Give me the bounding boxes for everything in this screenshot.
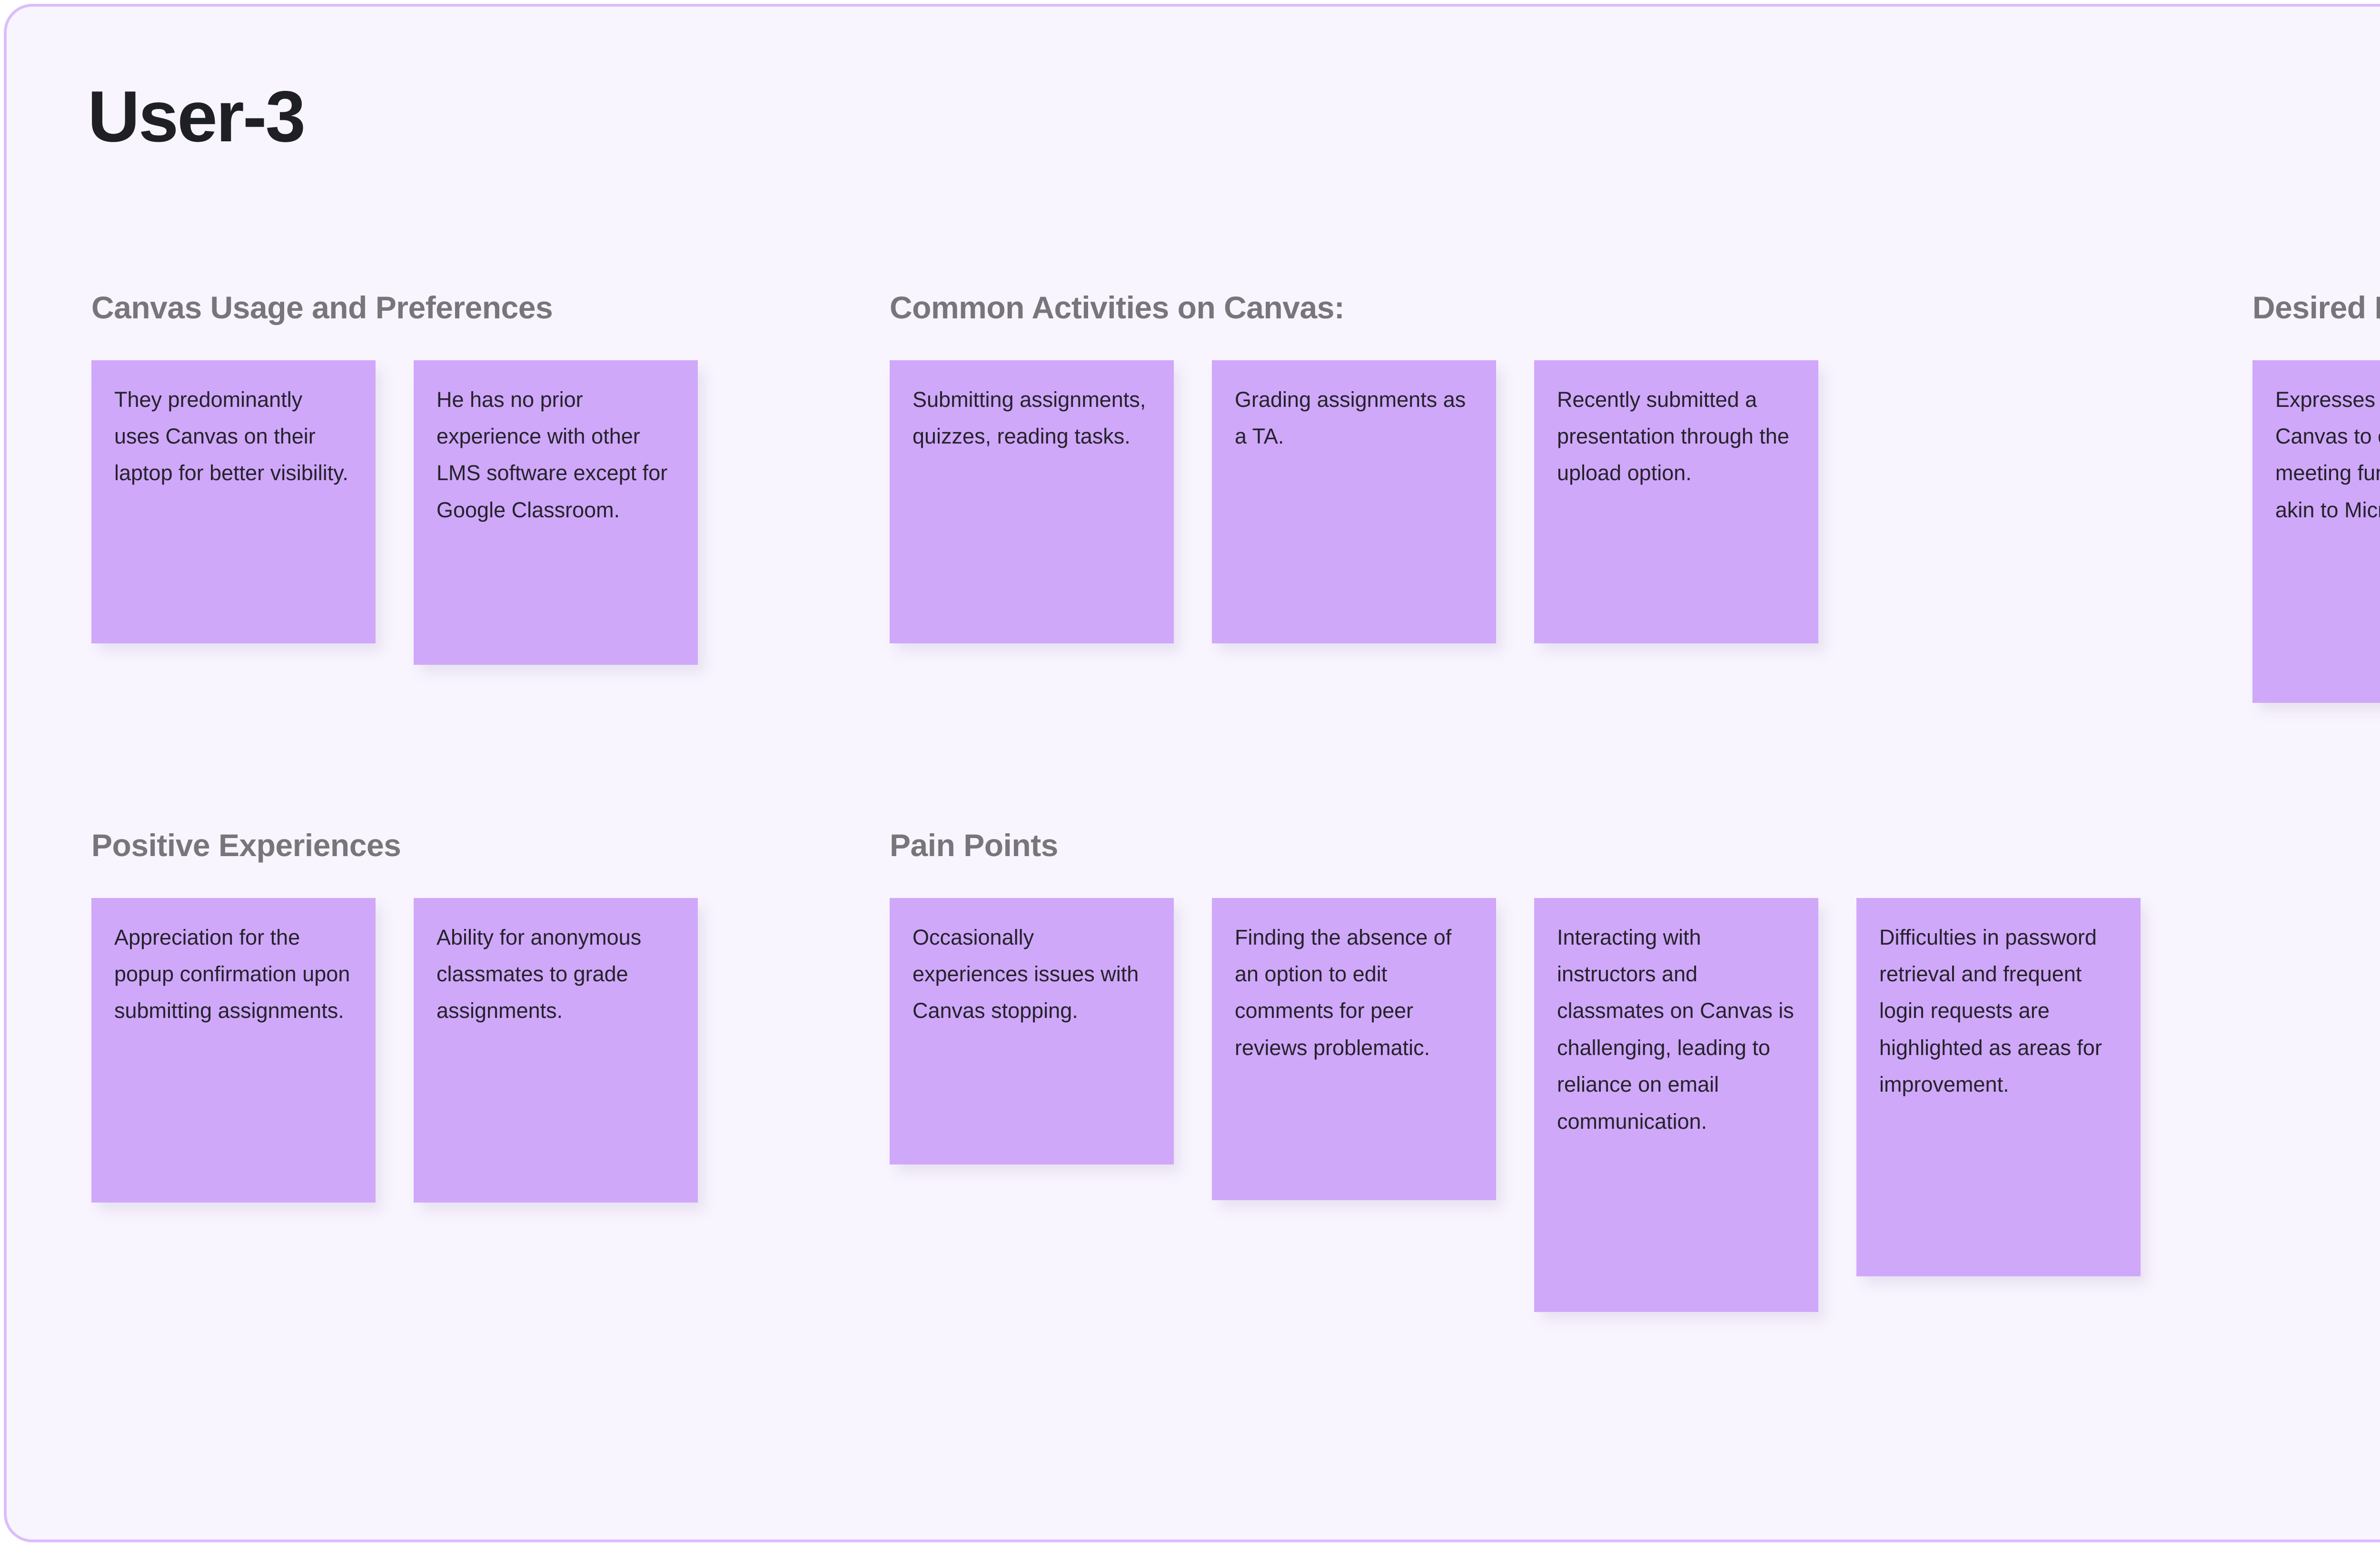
sticky-note[interactable]: They predominantly uses Canvas on their … xyxy=(91,360,376,643)
notes-row: Appreciation for the popup confirmation … xyxy=(91,898,698,1203)
notes-row: Expresses a desire for Canvas to offer g… xyxy=(2252,360,2380,703)
sticky-note[interactable]: Difficulties in password retrieval and f… xyxy=(1856,898,2141,1276)
sticky-note[interactable]: Expresses a desire for Canvas to offer g… xyxy=(2252,360,2380,703)
sticky-note[interactable]: Interacting with instructors and classma… xyxy=(1534,898,1818,1312)
notes-row: Submitting assignments, quizzes, reading… xyxy=(890,360,1818,643)
section-heading: Pain Points xyxy=(890,828,1058,863)
sticky-note[interactable]: Submitting assignments, quizzes, reading… xyxy=(890,360,1174,643)
sticky-note[interactable]: Occasionally experiences issues with Can… xyxy=(890,898,1174,1164)
section-heading: Positive Experiences xyxy=(91,828,401,863)
sticky-note[interactable]: Finding the absence of an option to edit… xyxy=(1212,898,1496,1200)
section-heading: Desired Features xyxy=(2252,290,2380,325)
sticky-note[interactable]: He has no prior experience with other LM… xyxy=(414,360,698,665)
sticky-note[interactable]: Appreciation for the popup confirmation … xyxy=(91,898,376,1203)
section-pain-points: Pain Points Occasionally experiences iss… xyxy=(890,828,2141,1312)
section-canvas-usage-and-preferences: Canvas Usage and Preferences They predom… xyxy=(91,290,698,665)
sticky-note[interactable]: Ability for anonymous classmates to grad… xyxy=(414,898,698,1203)
notes-row: Occasionally experiences issues with Can… xyxy=(890,898,2141,1312)
section-common-activities-on-canvas: Common Activities on Canvas: Submitting … xyxy=(890,290,1818,643)
section-positive-experiences: Positive Experiences Appreciation for th… xyxy=(91,828,698,1203)
page-title: User-3 xyxy=(88,76,306,157)
sticky-note[interactable]: Recently submitted a presentation throug… xyxy=(1534,360,1818,643)
notes-row: They predominantly uses Canvas on their … xyxy=(91,360,698,665)
section-heading: Canvas Usage and Preferences xyxy=(91,290,553,325)
section-desired-features: Desired Features Expresses a desire for … xyxy=(2252,290,2380,703)
board-frame: User-3 Canvas Usage and Preferences They… xyxy=(4,4,2380,1542)
section-heading: Common Activities on Canvas: xyxy=(890,290,1345,325)
sticky-note[interactable]: Grading assignments as a TA. xyxy=(1212,360,1496,643)
